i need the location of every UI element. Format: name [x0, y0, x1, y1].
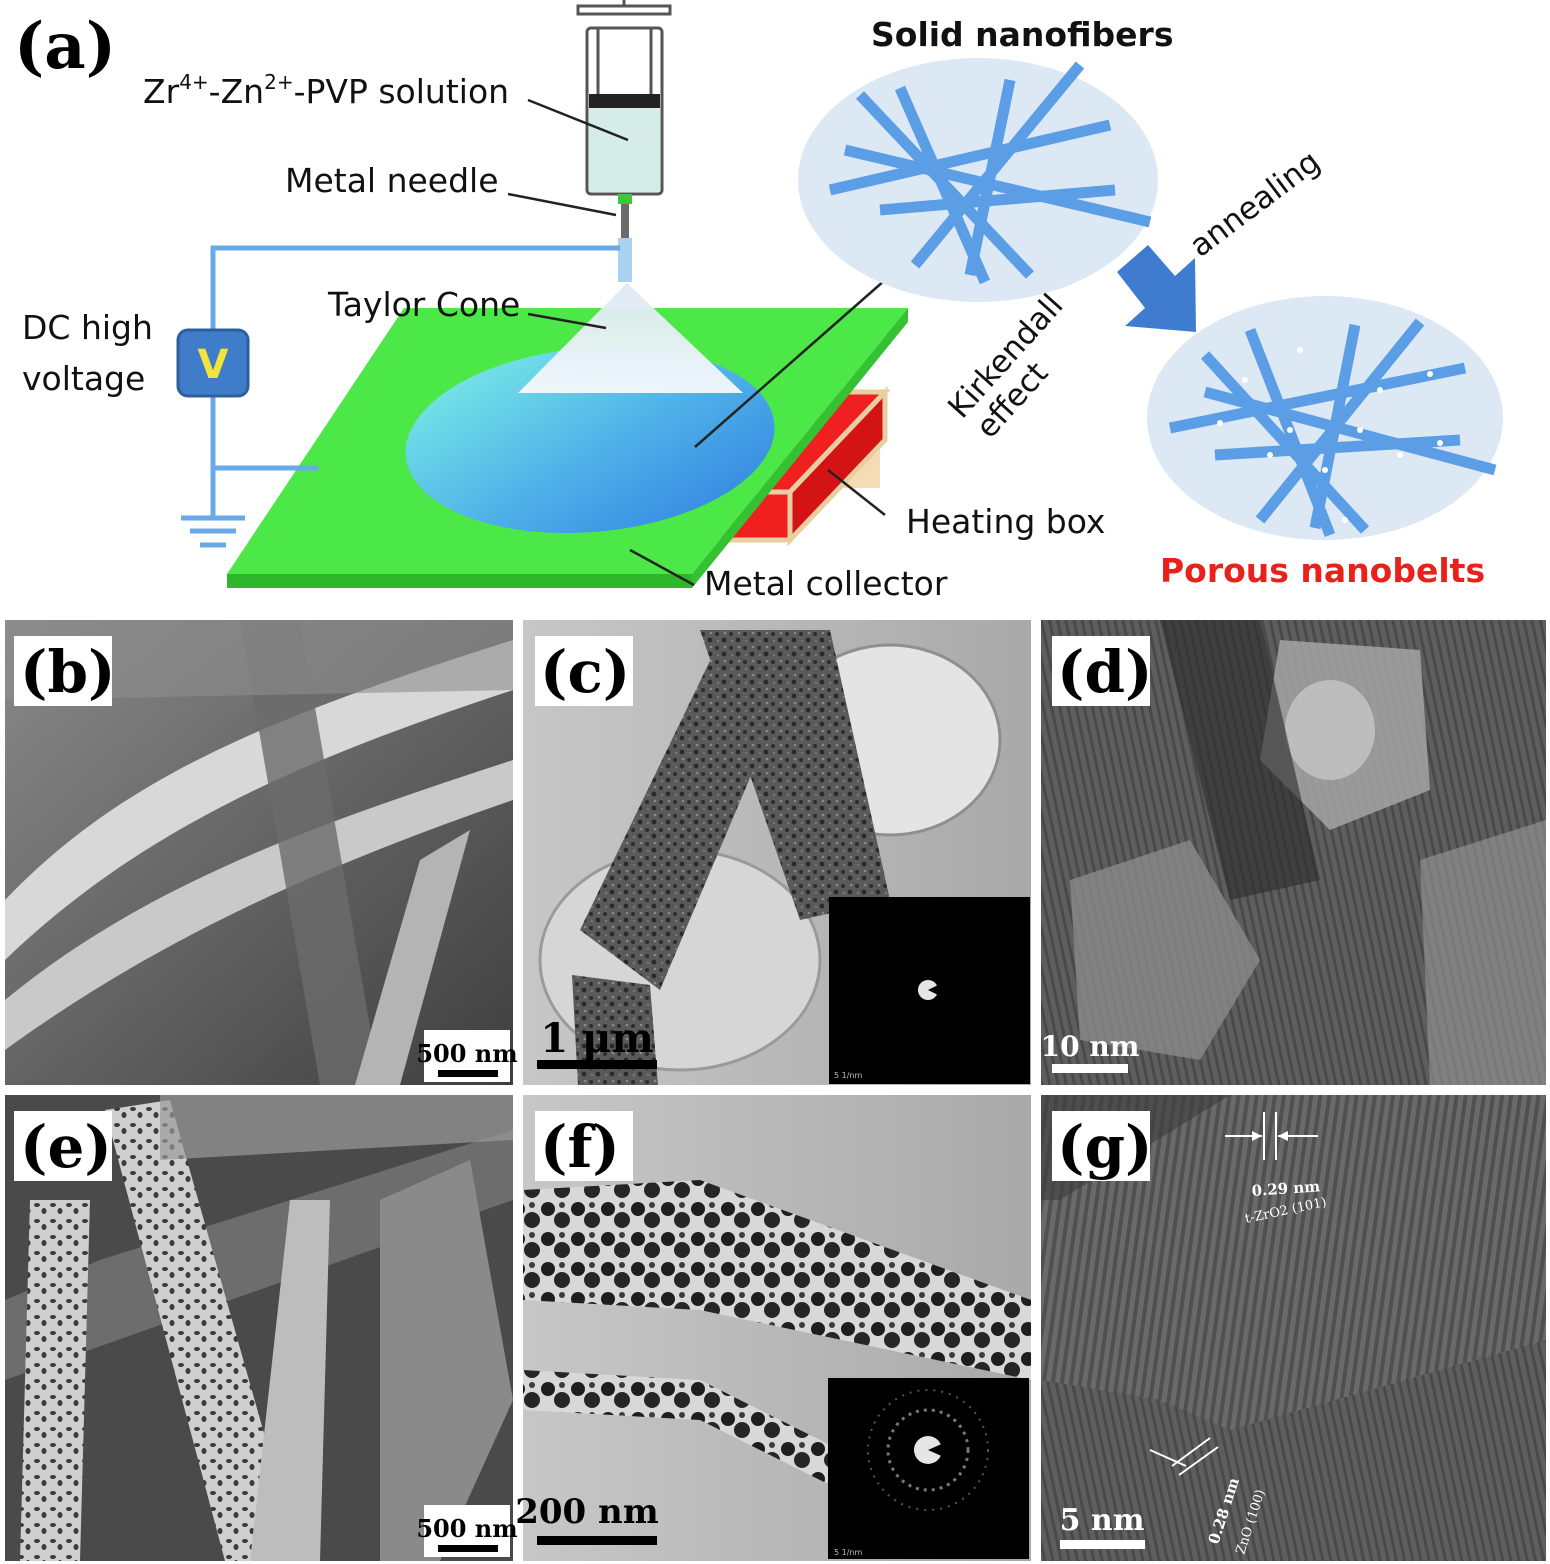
scale-d-text: 10 nm: [1041, 1030, 1140, 1063]
panel-g-label: (g): [1057, 1113, 1152, 1181]
lattice-spacing-marker-top: [1225, 1112, 1318, 1160]
metal-needle-label: Metal needle: [285, 161, 499, 200]
scale-bar-f: 200 nm: [515, 1492, 659, 1545]
fiber-deposition-pool: [405, 346, 775, 534]
metal-collector-label: Metal collector: [704, 564, 948, 603]
scale-bar-e: 500 nm: [416, 1514, 518, 1552]
solid-nanofibers-illustration: [798, 58, 1158, 302]
dc-high-label: DC high: [22, 308, 153, 347]
inset-scale-f: 5 1/nm: [834, 1548, 862, 1557]
scale-f-text: 200 nm: [515, 1492, 659, 1532]
taylor-cone: [518, 283, 743, 393]
annealing-arrow: [1117, 245, 1196, 332]
panel-a-label: (a): [14, 9, 116, 84]
scale-c-text: 1 μm: [540, 1015, 653, 1062]
panel-d-label: (d): [1057, 638, 1152, 706]
heating-box-label: Heating box: [906, 502, 1105, 541]
voltmeter-symbol: V: [198, 342, 229, 388]
porous-nanobelts-illustration: [1147, 296, 1503, 540]
scale-bar-b: 500 nm: [416, 1039, 518, 1077]
voltage-label: voltage: [22, 359, 145, 398]
panel-c-label: (c): [540, 638, 630, 706]
voltmeter: V: [176, 328, 250, 398]
panel-b-label: (b): [20, 638, 115, 706]
taylor-cone-label: Taylor Cone: [327, 285, 520, 324]
scale-bar-c: 1 μm: [537, 1015, 657, 1069]
ground-symbol: [181, 515, 245, 548]
scale-e-text: 500 nm: [416, 1514, 517, 1543]
panel-c: [523, 620, 1031, 1085]
solid-nanofibers-label: Solid nanofibers: [871, 15, 1173, 54]
syringe: [576, 0, 672, 282]
scale-bar-g: 5 nm: [1060, 1503, 1145, 1549]
circuit-wires: [210, 245, 620, 516]
leader-lines: [507, 98, 886, 587]
panel-d: [1041, 620, 1546, 1085]
annealing-label: annealing: [1183, 144, 1327, 265]
panel-f-label: (f): [540, 1113, 620, 1181]
panel-e: [5, 1095, 513, 1561]
micrograph-label-boxes: [14, 636, 1150, 1557]
scale-bar-d: 10 nm: [1041, 1030, 1140, 1073]
saed-inset-f: [828, 1378, 1029, 1559]
panel-a: (a): [14, 0, 1503, 603]
porous-nanobelts-label: Porous nanobelts: [1160, 551, 1485, 590]
inset-scale-c: 5 1/nm: [834, 1071, 862, 1080]
solution-label: Zr4+-Zn2+-PVP solution: [143, 70, 509, 111]
scale-b-text: 500 nm: [416, 1039, 517, 1068]
panel-e-label: (e): [20, 1113, 112, 1181]
scale-g-text: 5 nm: [1060, 1503, 1145, 1538]
g-top-spacing: 0.29 nm: [1251, 1177, 1321, 1200]
lattice-spacing-marker-bottom: [1149, 1437, 1219, 1476]
